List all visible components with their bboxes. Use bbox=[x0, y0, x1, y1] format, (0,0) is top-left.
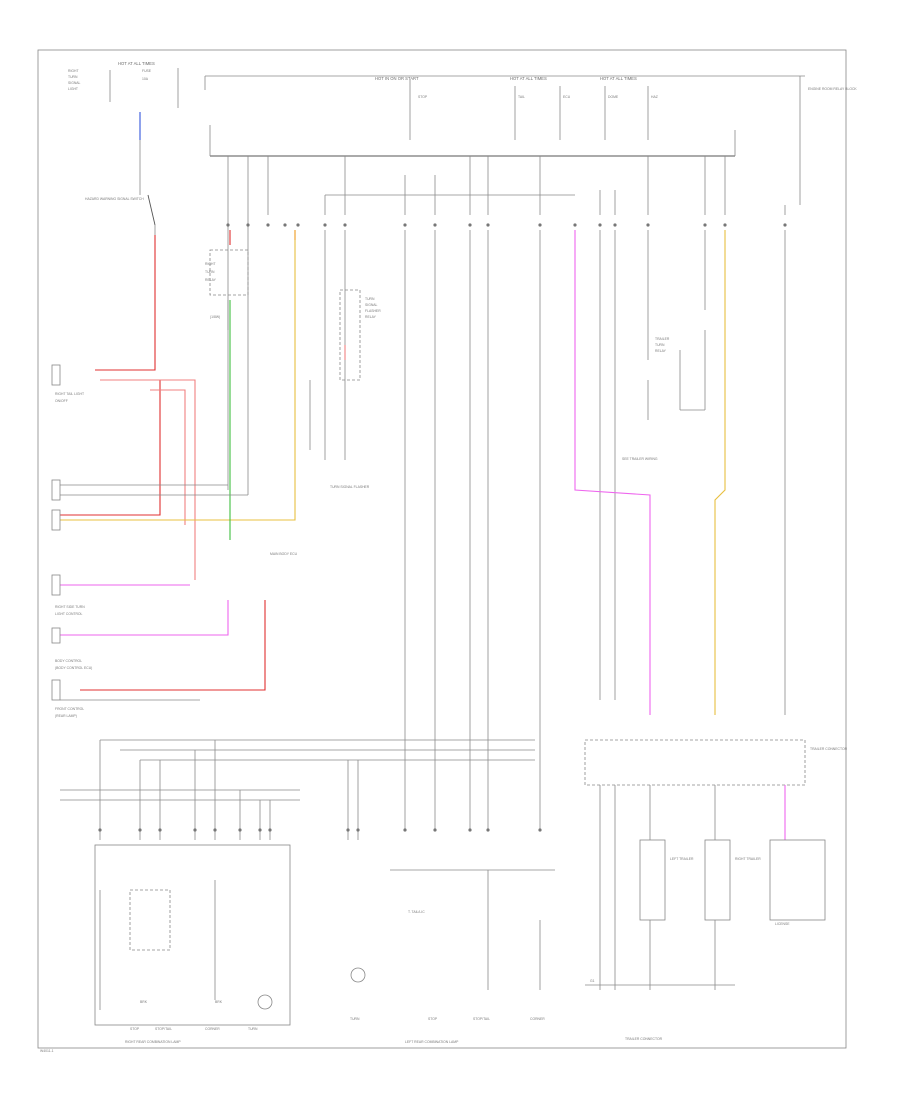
top-center-feed-label: HOT IN ON OR START bbox=[375, 76, 419, 81]
top-mid-feed-label: HOT AT ALL TIMES bbox=[510, 76, 547, 81]
diagram-frame bbox=[37, 49, 847, 1049]
svg-text:10A: 10A bbox=[142, 77, 149, 81]
svg-text:RIGHT: RIGHT bbox=[205, 262, 216, 266]
svg-text:RELAY: RELAY bbox=[365, 315, 377, 319]
ground-label: G1 bbox=[590, 979, 595, 983]
svg-text:TAIL: TAIL bbox=[518, 95, 525, 99]
svg-text:RIGHT: RIGHT bbox=[68, 69, 79, 73]
svg-text:(BODY CONTROL ECU): (BODY CONTROL ECU) bbox=[55, 666, 92, 670]
svg-text:BRK: BRK bbox=[140, 1000, 148, 1004]
right-connector-label: TRAILER CONNECTOR bbox=[810, 747, 848, 751]
center-relay-label: TURN SIGNAL FLASHER bbox=[330, 485, 370, 489]
svg-text:FLASHER: FLASHER bbox=[365, 309, 381, 313]
svg-text:BRK: BRK bbox=[215, 1000, 223, 1004]
right-rear-combination-lamp: BRK BRK STOP STOP/TAIL CORNER TURN RIGHT… bbox=[94, 844, 366, 1044]
top-left-feed-label: HOT AT ALL TIMES bbox=[118, 61, 155, 66]
svg-text:DOME: DOME bbox=[608, 95, 619, 99]
svg-text:ECU: ECU bbox=[563, 95, 571, 99]
svg-text:RELAY: RELAY bbox=[655, 349, 667, 353]
svg-text:FUSE: FUSE bbox=[142, 69, 152, 73]
svg-text:STOP: STOP bbox=[418, 95, 428, 99]
bottom-center-caption: LEFT REAR COMBINATION LAMP bbox=[405, 1040, 459, 1044]
left-module-3: BODY CONTROL bbox=[55, 659, 82, 663]
trailer-connector-block: LEFT TRAILER RIGHT TRAILER LICENSE TRAIL… bbox=[584, 739, 848, 1041]
svg-text:ON/OFF: ON/OFF bbox=[55, 399, 68, 403]
svg-text:TRAILER: TRAILER bbox=[655, 337, 670, 341]
hazard-switch[interactable]: HAZARD WARNING SIGNAL SWITCH bbox=[85, 112, 156, 235]
left-module-1: RIGHT TAIL LIGHT bbox=[55, 392, 84, 396]
bottom-right-caption: TRAILER CONNECTOR bbox=[625, 1037, 663, 1041]
trailer-module-license: LICENSE bbox=[775, 922, 790, 926]
svg-text:TURN: TURN bbox=[68, 75, 78, 79]
svg-text:T. TAIL/LIC: T. TAIL/LIC bbox=[408, 910, 425, 914]
lamp-stoptail-r: STOP/TAIL bbox=[155, 1027, 172, 1031]
lamp-stop-r: STOP bbox=[130, 1027, 140, 1031]
turn-signal-flasher: TURN SIGNAL FLASHER RELAY TURN SIGNAL FL… bbox=[309, 230, 381, 489]
lamp-corner-r: CORNER bbox=[205, 1027, 220, 1031]
left-rear-combination-lamp: T. TAIL/LIC TURN STOP STOP/TAIL CORNER L… bbox=[350, 869, 555, 1044]
lamp-turn-r: TURN bbox=[248, 1027, 258, 1031]
fuse-row-top: STOP TAIL ECU DOME HAZ bbox=[409, 80, 658, 140]
svg-text:SIGNAL: SIGNAL bbox=[365, 303, 378, 307]
svg-text:LIGHT CONTROL: LIGHT CONTROL bbox=[55, 612, 83, 616]
svg-text:HAZ: HAZ bbox=[651, 95, 658, 99]
lamp-stop-l: STOP bbox=[428, 1017, 438, 1021]
svg-text:(1/8W): (1/8W) bbox=[210, 315, 220, 319]
trailer-module-left: LEFT TRAILER bbox=[670, 857, 694, 861]
left-relay: RIGHT TURN RELAY (1/8W) bbox=[205, 249, 249, 330]
lamp-stoptail-l: STOP/TAIL bbox=[473, 1017, 490, 1021]
svg-text:TURN: TURN bbox=[205, 270, 215, 274]
right-relay-note: SEE TRAILER WIRING bbox=[622, 457, 658, 461]
svg-text:RELAY: RELAY bbox=[205, 278, 217, 282]
svg-text:LIGHT: LIGHT bbox=[68, 87, 78, 91]
left-module-4: FRONT CONTROL bbox=[55, 707, 84, 711]
trailer-module-right: RIGHT TRAILER bbox=[735, 857, 761, 861]
hazard-switch-label: HAZARD WARNING SIGNAL SWITCH bbox=[85, 197, 144, 201]
svg-text:TURN: TURN bbox=[365, 297, 375, 301]
lamp-corner-l: CORNER bbox=[530, 1017, 545, 1021]
main-body-label: MAIN BODY ECU bbox=[270, 552, 298, 556]
svg-text:SIGNAL: SIGNAL bbox=[68, 81, 81, 85]
svg-text:(REAR LAMP): (REAR LAMP) bbox=[55, 714, 77, 718]
connector-row-upper bbox=[226, 223, 787, 227]
top-right-feed-label: HOT AT ALL TIMES bbox=[600, 76, 637, 81]
lamp-turn-l: TURN bbox=[350, 1017, 360, 1021]
right-header-label: ENGINE ROOM RELAY BLOCK bbox=[808, 87, 857, 91]
left-module-2: RIGHT SIDE TURN bbox=[55, 605, 85, 609]
footer-code: W4011-1 bbox=[40, 1049, 54, 1053]
svg-text:TURN: TURN bbox=[655, 343, 665, 347]
trailer-relay: TRAILER TURN RELAY SEE TRAILER WIRING bbox=[622, 230, 706, 461]
connector-row-lower bbox=[98, 740, 542, 840]
top-left-fuse: RIGHT TURN SIGNAL LIGHT FUSE 10A bbox=[68, 68, 179, 108]
bottom-left-caption: RIGHT REAR COMBINATION LAMP bbox=[125, 1040, 181, 1044]
